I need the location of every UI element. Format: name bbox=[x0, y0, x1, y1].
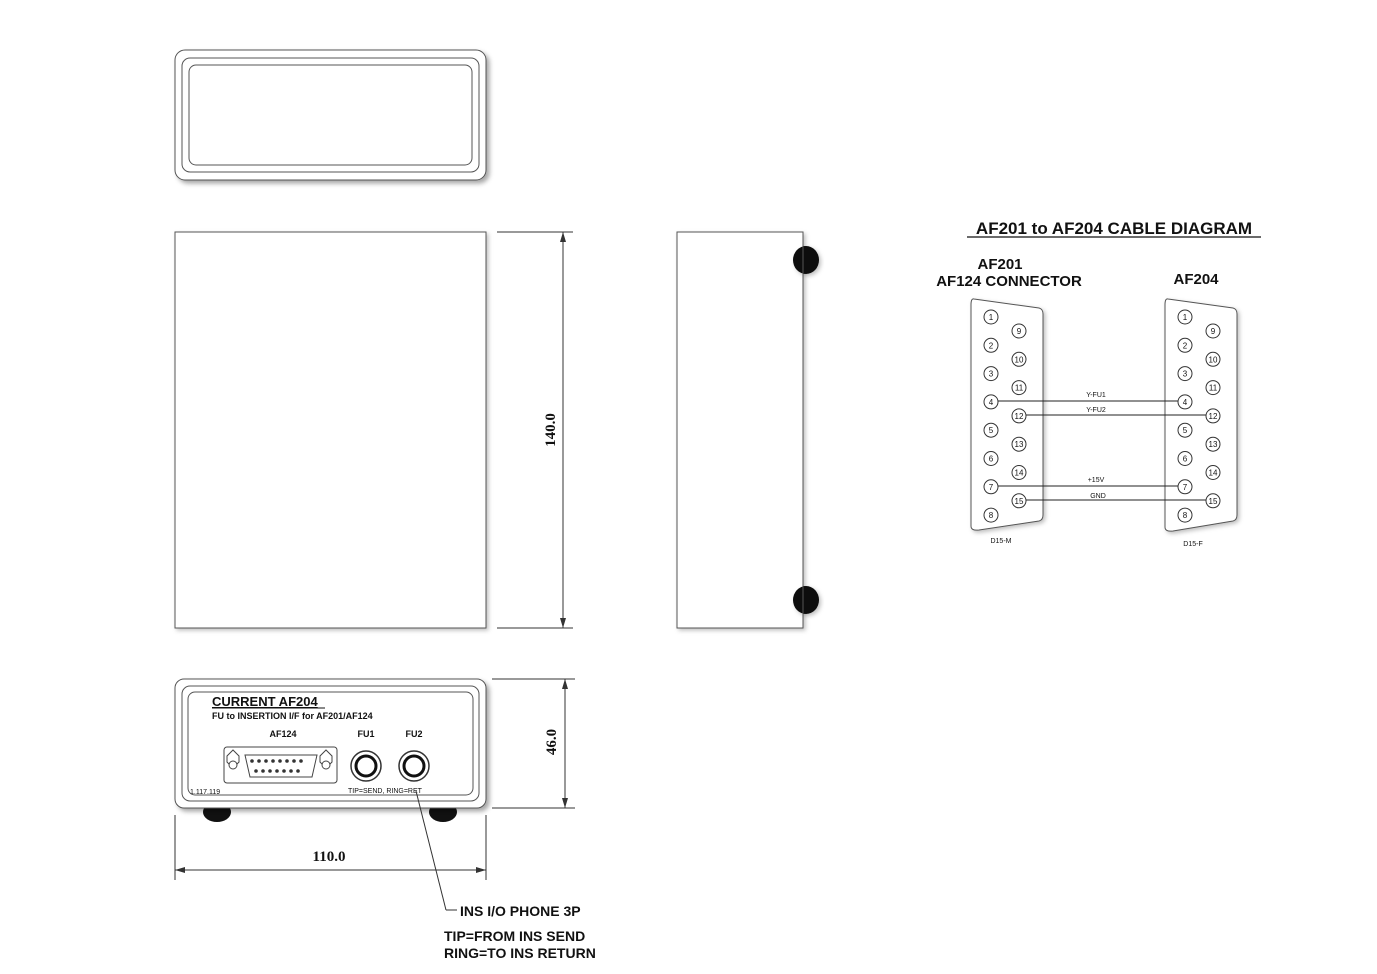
wire-label-y-fu2: Y-FU2 bbox=[1086, 407, 1106, 414]
right-pin-12 bbox=[1205, 408, 1221, 424]
left-pin-label-2: 2 bbox=[989, 341, 994, 350]
right-pin-label-7: 7 bbox=[1183, 483, 1188, 492]
wires bbox=[998, 400, 1206, 501]
left-pin-1 bbox=[983, 309, 999, 325]
right-pin-label-2: 2 bbox=[1183, 341, 1188, 350]
right-pin-2 bbox=[1177, 337, 1193, 353]
left-pin-5 bbox=[983, 422, 999, 438]
right-title: AF204 bbox=[1173, 271, 1219, 288]
right-pin-13 bbox=[1205, 436, 1221, 452]
left-pin-label-6: 6 bbox=[989, 455, 994, 464]
left-pin-label-4: 4 bbox=[989, 398, 994, 407]
right-pin-label-12: 12 bbox=[1209, 412, 1218, 421]
right-pin-4 bbox=[1177, 394, 1193, 410]
right-pin-label-1: 1 bbox=[1183, 313, 1188, 322]
right-pin-6 bbox=[1177, 451, 1193, 466]
right-pin-15 bbox=[1205, 493, 1221, 509]
left-pin-label-5: 5 bbox=[989, 426, 994, 435]
part-number: 1.117.119 bbox=[190, 789, 220, 796]
right-pin-label-3: 3 bbox=[1183, 370, 1188, 379]
left-pin-label-10: 10 bbox=[1015, 355, 1024, 364]
right-pin-label-6: 6 bbox=[1183, 455, 1188, 464]
fu2-jack-icon bbox=[398, 750, 430, 782]
right-connector-type: D15-F bbox=[1183, 541, 1202, 548]
callout-line3: RING=TO INS RETURN bbox=[444, 945, 596, 961]
left-pin-14 bbox=[1011, 465, 1027, 480]
right-pin-8 bbox=[1177, 507, 1193, 523]
height-dimension-label: 140.0 bbox=[543, 413, 559, 447]
left-connector-type: D15-M bbox=[990, 538, 1011, 545]
callout-line2: TIP=FROM INS SEND bbox=[444, 928, 585, 944]
right-pin-1 bbox=[1177, 309, 1193, 325]
left-pin-label-7: 7 bbox=[989, 483, 994, 492]
wire-label-gnd: GND bbox=[1090, 493, 1106, 500]
left-pin-label-11: 11 bbox=[1015, 384, 1024, 393]
right-pin-14 bbox=[1205, 465, 1221, 480]
right-pin-7 bbox=[1177, 479, 1193, 495]
fu1-jack-icon bbox=[350, 750, 382, 782]
jack-note: TIP=SEND, RING=RET bbox=[348, 788, 423, 795]
right-pin-label-5: 5 bbox=[1183, 426, 1188, 435]
left-pin-10 bbox=[1011, 351, 1027, 367]
right-pin-10 bbox=[1205, 351, 1221, 367]
height-dimension: 140.0 bbox=[497, 231, 573, 629]
panel-title: CURRENT AF204 bbox=[212, 694, 318, 709]
front-panel-view: CURRENT AF204 FU to INSERTION I/F for AF… bbox=[174, 678, 487, 822]
left-pin-label-9: 9 bbox=[1017, 327, 1022, 336]
connector-label-fu1: FU1 bbox=[357, 729, 374, 739]
cable-diagram-title: AF201 to AF204 CABLE DIAGRAM bbox=[976, 219, 1252, 238]
left-pin-label-13: 13 bbox=[1015, 440, 1024, 449]
jack-callout: INS I/O PHONE 3P TIP=FROM INS SEND RING=… bbox=[415, 790, 596, 961]
left-pin-label-1: 1 bbox=[989, 313, 994, 322]
left-pin-6 bbox=[983, 451, 999, 466]
right-pin-label-14: 14 bbox=[1209, 469, 1218, 478]
right-pin-9 bbox=[1205, 323, 1221, 339]
right-pin-label-9: 9 bbox=[1211, 327, 1216, 336]
left-pin-label-8: 8 bbox=[989, 511, 994, 520]
left-pin-7 bbox=[983, 479, 999, 495]
left-pin-label-3: 3 bbox=[989, 370, 994, 379]
panel-subtitle: FU to INSERTION I/F for AF201/AF124 bbox=[212, 711, 373, 721]
left-title-1: AF201 bbox=[977, 256, 1022, 273]
depth-dimension: 46.0 bbox=[492, 678, 575, 809]
width-dimension-label: 110.0 bbox=[313, 849, 346, 865]
right-pin-11 bbox=[1205, 380, 1221, 396]
side-view bbox=[676, 231, 819, 629]
front-elevation bbox=[174, 231, 487, 629]
left-pin-8 bbox=[983, 507, 999, 523]
connector-label-fu2: FU2 bbox=[405, 729, 422, 739]
right-pin-5 bbox=[1177, 422, 1193, 438]
left-pin-13 bbox=[1011, 436, 1027, 452]
left-pin-12 bbox=[1011, 408, 1027, 424]
left-pin-2 bbox=[983, 337, 999, 353]
d15-connector-icon bbox=[223, 746, 338, 784]
right-pin-label-11: 11 bbox=[1209, 384, 1218, 393]
left-pin-label-14: 14 bbox=[1015, 469, 1024, 478]
top-view bbox=[174, 49, 487, 181]
left-pin-4 bbox=[983, 394, 999, 410]
left-pin-label-15: 15 bbox=[1015, 497, 1024, 506]
wire-label-15v: +15V bbox=[1088, 477, 1105, 484]
cable-diagram: AF201 to AF204 CABLE DIAGRAM AF201 AF124… bbox=[936, 219, 1261, 548]
left-pin-15 bbox=[1011, 493, 1027, 509]
depth-dimension-label: 46.0 bbox=[544, 729, 560, 755]
callout-line1: INS I/O PHONE 3P bbox=[460, 903, 581, 919]
left-pin-11 bbox=[1011, 380, 1027, 396]
left-pin-9 bbox=[1011, 323, 1027, 339]
width-dimension: 110.0 bbox=[174, 815, 487, 880]
right-pin-label-4: 4 bbox=[1183, 398, 1188, 407]
right-pin-3 bbox=[1177, 366, 1193, 382]
left-title-2: AF124 CONNECTOR bbox=[936, 273, 1082, 290]
wire-label-y-fu1: Y-FU1 bbox=[1086, 392, 1106, 399]
right-pin-label-15: 15 bbox=[1209, 497, 1218, 506]
right-pin-label-10: 10 bbox=[1209, 355, 1218, 364]
right-pin-label-8: 8 bbox=[1183, 511, 1188, 520]
left-pin-label-12: 12 bbox=[1015, 412, 1024, 421]
connector-label-af124: AF124 bbox=[269, 729, 296, 739]
right-pin-label-13: 13 bbox=[1209, 440, 1218, 449]
left-pin-3 bbox=[983, 366, 999, 382]
